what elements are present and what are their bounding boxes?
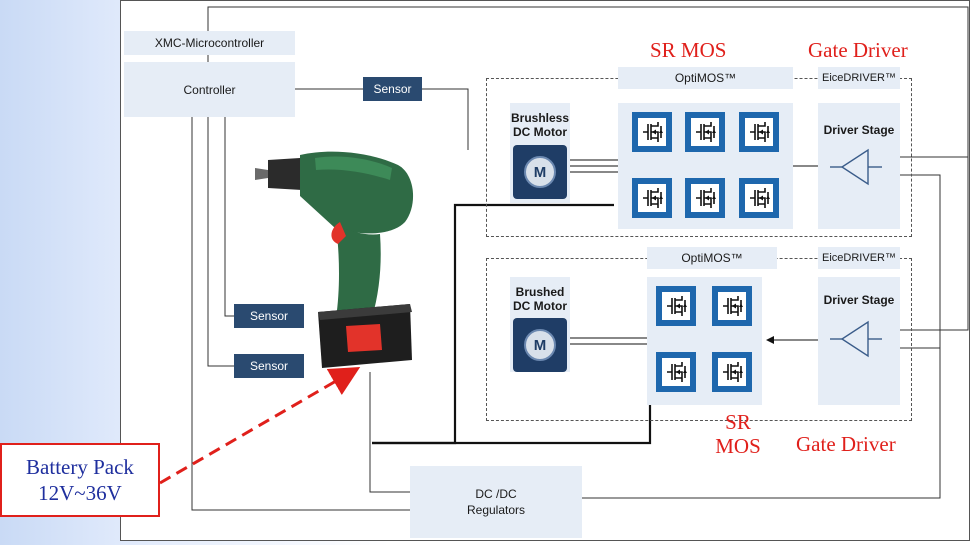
optimos-bottom-label: OptiMOS™ — [647, 247, 777, 269]
mosfet-icon — [685, 112, 725, 152]
gate-driver-bottom-annotation: Gate Driver — [796, 432, 896, 456]
battery-pack-callout: Battery Pack 12V~36V — [0, 443, 160, 517]
eicedriver-top-label: EiceDRIVER™ — [818, 67, 900, 89]
mosfet-icon — [712, 286, 752, 326]
mosfet-icon — [632, 178, 672, 218]
mosfet-icon — [739, 112, 779, 152]
optimos-top-label: OptiMOS™ — [618, 67, 793, 89]
mosfet-icon — [739, 178, 779, 218]
eicedriver-bottom-label: EiceDRIVER™ — [818, 247, 900, 269]
controller-block: Controller — [124, 62, 295, 117]
gate-driver-top-annotation: Gate Driver — [808, 38, 908, 62]
mosfet-icon — [712, 352, 752, 392]
mosfet-icon — [656, 286, 696, 326]
sr-mos-top-annotation: SR MOS — [650, 38, 727, 62]
brushless-motor-icon: M — [513, 145, 567, 199]
driver-stage-bottom: Driver Stage — [818, 277, 900, 405]
xmc-microcontroller-label: XMC-Microcontroller — [124, 31, 295, 55]
sensor-mid: Sensor — [234, 304, 304, 328]
brushed-motor-icon: M — [513, 318, 567, 372]
driver-stage-top: Driver Stage — [818, 103, 900, 229]
sensor-top: Sensor — [363, 77, 422, 101]
mosfet-icon — [632, 112, 672, 152]
mosfet-icon — [656, 352, 696, 392]
mosfet-icon — [685, 178, 725, 218]
sensor-low: Sensor — [234, 354, 304, 378]
sr-mos-bottom-annotation: SR MOS — [715, 410, 761, 458]
